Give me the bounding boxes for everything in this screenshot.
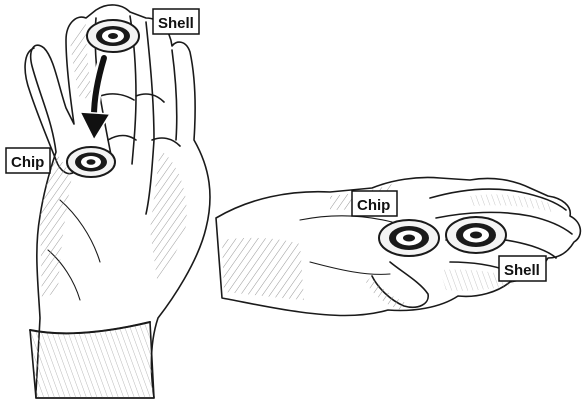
label-shell-left-text: Shell bbox=[158, 15, 194, 32]
label-shell-right-text: Shell bbox=[504, 262, 540, 279]
label-chip-right-text: Chip bbox=[357, 197, 390, 214]
label-shell-left: Shell bbox=[153, 9, 199, 34]
shell-disc-left bbox=[87, 20, 139, 52]
label-shell-right: Shell bbox=[499, 256, 546, 281]
chip-disc-right bbox=[379, 220, 439, 256]
label-chip-left-text: Chip bbox=[11, 154, 44, 171]
label-chip-right: Chip bbox=[352, 191, 397, 216]
chip-disc-left bbox=[67, 147, 115, 177]
label-chip-left: Chip bbox=[6, 148, 50, 173]
shell-disc-right bbox=[446, 217, 506, 253]
